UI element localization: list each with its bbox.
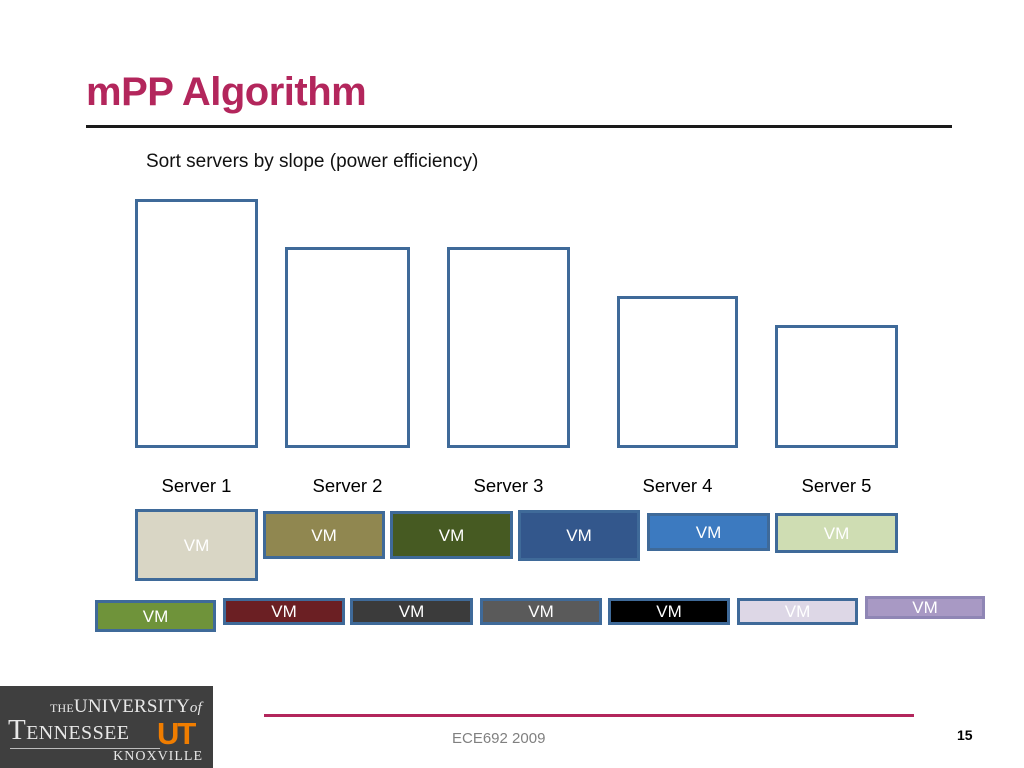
vm-box-r1-6: VM [775,513,898,553]
vm-label: VM [142,606,169,626]
server-bar-1 [135,199,258,448]
vm-box-r2-3: VM [350,598,473,625]
server-label-4: Server 4 [642,475,713,496]
logo-university-text: UNIVERSITY [73,696,190,717]
logo-the-text: THE [49,701,74,715]
logo-line-university: THEUNIVERSITYof [12,696,202,718]
server-label-2: Server 2 [312,475,383,496]
slide-subtitle: Sort servers by slope (power efficiency) [146,151,479,172]
vm-label: VM [784,602,811,621]
page-title: mPP Algorithm [86,70,367,114]
vm-label: VM [912,598,938,617]
logo-of-text: of [189,700,202,716]
vm-box-r2-6: VM [737,598,858,625]
vm-box-r1-3: VM [390,511,513,559]
server-bar-2 [285,247,410,448]
vm-box-r2-1: VM [95,600,216,632]
server-bar-5 [775,325,898,448]
footer-divider [264,714,914,717]
vm-label: VM [823,523,850,543]
vm-box-r2-5: VM [608,598,730,625]
page-number: 15 [957,727,973,743]
logo-divider [10,748,160,749]
vm-box-r1-4: VM [518,510,640,561]
vm-label: VM [183,535,210,555]
vm-box-r2-4: VM [480,598,602,625]
vm-label: VM [695,522,722,542]
vm-label: VM [566,526,592,545]
vm-label: VM [656,602,682,621]
ut-monogram-icon: UT [157,716,196,751]
vm-label: VM [271,602,297,621]
title-divider [86,125,952,128]
vm-box-r1-5: VM [647,513,770,551]
vm-label: VM [438,525,465,545]
vm-box-r1-2: VM [263,511,385,559]
vm-box-r2-2: VM [223,598,345,625]
logo-knoxville-text: KNOXVILLE [113,749,203,764]
server-bar-3 [447,247,570,448]
university-logo: THEUNIVERSITYof TENNESSEE UT KNOXVILLE [0,686,213,768]
server-label-1: Server 1 [161,475,232,496]
logo-line-tennessee: TENNESSEE [8,714,129,747]
vm-label: VM [398,602,425,621]
server-bar-4 [617,296,738,448]
vm-label: VM [311,525,337,545]
logo-tennessee-initial: T [8,714,27,746]
vm-label: VM [528,602,554,621]
logo-tennessee-text: ENNESSEE [26,722,130,744]
server-label-3: Server 3 [473,475,544,496]
footer-course-label: ECE692 2009 [452,730,546,747]
vm-box-r2-7: VM [865,596,985,619]
vm-box-r1-1: VM [135,509,258,581]
server-label-5: Server 5 [801,475,872,496]
